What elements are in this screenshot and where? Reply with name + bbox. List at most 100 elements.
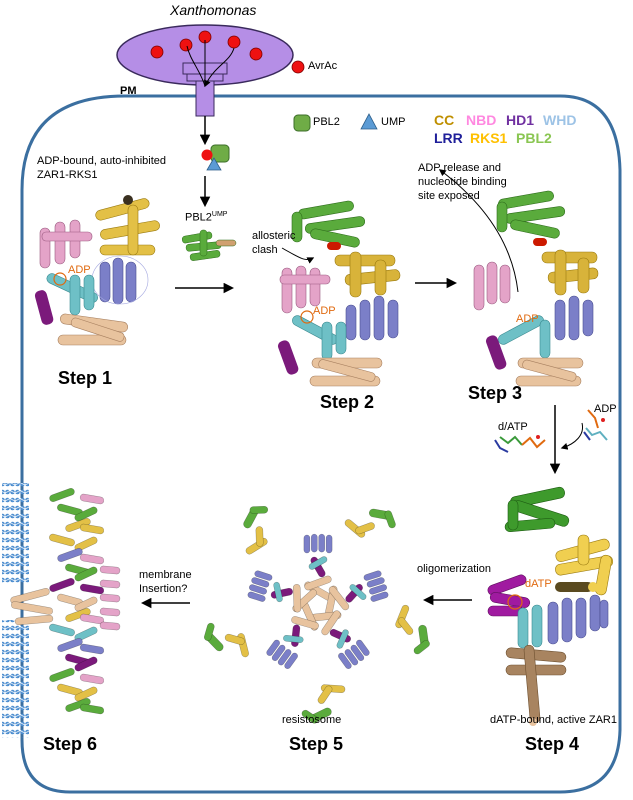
cc-funnel-helix: [11, 601, 53, 615]
legend-domain-pbl2: PBL2: [516, 130, 552, 146]
lrr-helix: [370, 591, 389, 602]
lrr-helix: [284, 652, 298, 669]
lrr-helix: [356, 639, 370, 656]
lrr-helix: [338, 652, 352, 669]
lrr-helix: [254, 570, 273, 581]
pathogen-name: Xanthomonas: [170, 2, 257, 18]
whd-helix: [273, 581, 283, 603]
lipid-bilayer: [2, 483, 29, 738]
cc-helix: [328, 586, 350, 611]
pbl2-helix: [413, 640, 430, 655]
assembly-helix: [49, 488, 75, 502]
nbd-helix: [99, 607, 121, 617]
legend-pbl2-label: PBL2: [313, 116, 340, 128]
whd-helix: [336, 629, 349, 649]
assembly-helix: [74, 656, 98, 672]
assembly-helix: [74, 686, 98, 702]
membrane-insertion-line1: membrane: [139, 569, 192, 581]
lrr-helix: [344, 649, 359, 666]
assembly-helix: [49, 668, 75, 682]
step5-resistosome-structure: [204, 505, 430, 724]
pbl2-legend-swatch: [293, 114, 311, 132]
assembly-helix: [65, 518, 91, 532]
rks1-helix: [355, 522, 375, 535]
allosteric-clash-line1: allosteric: [252, 230, 296, 242]
step1-adp-label: ADP: [68, 264, 91, 276]
assembly-helix: [79, 583, 105, 595]
step1-description-line1: ADP-bound, auto-inhibited: [37, 155, 167, 167]
oligomerization-label: oligomerization: [417, 563, 491, 575]
lrr-helix: [350, 644, 365, 661]
assembly-helix: [79, 523, 105, 535]
assembly-helix: [74, 536, 98, 552]
adp-release-line3: site exposed: [418, 190, 480, 202]
assembly-helix: [79, 673, 105, 685]
datp-molecule: [494, 435, 546, 453]
step6-structure: [10, 488, 121, 715]
rks1-helix: [237, 633, 249, 658]
pbl2-helix: [301, 709, 319, 724]
cc-funnel-helix: [10, 587, 50, 605]
nbd-helix: [99, 593, 121, 603]
avrac-legend-dot: [291, 60, 305, 74]
cc-helix: [321, 610, 341, 636]
lrr-helix: [251, 577, 270, 588]
whd-helix: [283, 634, 304, 643]
lrr-helix: [277, 649, 292, 666]
lrr-helix: [369, 584, 387, 595]
lrr-helix: [363, 570, 382, 581]
step5-label: Step 5: [289, 734, 344, 754]
legend-ump-label: UMP: [381, 116, 406, 128]
assembly-helix: [74, 626, 98, 642]
lrr-helix: [266, 639, 280, 656]
nbd-helix: [99, 579, 121, 589]
membrane-label: PM: [120, 85, 137, 97]
legend-domain-hd1: HD1: [506, 112, 535, 128]
effector-legend-label: AvrAc: [308, 60, 338, 72]
rks1-helix: [255, 526, 264, 547]
step2-adp-label: ADP: [313, 305, 336, 317]
plasma-membrane-outline: [20, 94, 622, 794]
whd-helix: [308, 556, 328, 570]
effector-dots: [150, 30, 263, 61]
assembly-helix: [74, 596, 98, 612]
rks1-helix: [397, 617, 414, 635]
lrr-helix: [249, 584, 267, 595]
ump-legend-triangle: [360, 113, 378, 130]
resistosome-label: resistosome: [282, 714, 342, 726]
membrane-insertion-line2: Insertion?: [139, 583, 188, 595]
step4-label: Step 4: [525, 734, 580, 754]
assembly-helix: [74, 506, 98, 522]
adp-molecule: [583, 409, 608, 441]
cc-helix: [304, 575, 332, 591]
assembly-helix: [49, 623, 75, 637]
legend-domain-lrr: LRR: [434, 130, 463, 146]
step3-adp-label: ADP: [516, 313, 539, 325]
legend-domain-nbd: NBD: [466, 112, 497, 128]
step3-structure: [438, 169, 599, 387]
legend-domain-cc: CC: [434, 112, 455, 128]
assembly-helix: [79, 613, 105, 625]
avrac-pbl2-ump-complex-icon: [201, 144, 230, 171]
step1-label: Step 1: [58, 368, 113, 388]
adp-outgoing-label: ADP: [594, 403, 617, 415]
legend-domain-whd: WHD: [543, 112, 577, 128]
assembly-helix: [79, 553, 105, 565]
adp-release-line2: nucleotide binding: [418, 176, 507, 188]
adp-release-line1: ADP release and: [418, 162, 501, 174]
pbl2-helix: [204, 622, 215, 641]
rks1-helix: [317, 685, 333, 704]
assembly-helix: [79, 643, 105, 655]
lrr-helix: [318, 533, 325, 553]
step6-label: Step 6: [43, 734, 98, 754]
step4-datp-label: dATP: [525, 578, 552, 590]
step2-label: Step 2: [320, 392, 375, 412]
rks1-helix: [224, 633, 245, 645]
cc-helix: [292, 583, 302, 613]
assembly-helix: [57, 638, 83, 652]
assembly-helix: [65, 698, 91, 712]
step4-structure: [487, 486, 614, 726]
xanthomonas-bacterium: [116, 24, 294, 117]
lrr-helix: [247, 591, 266, 602]
step1-adp-site: [53, 272, 67, 286]
